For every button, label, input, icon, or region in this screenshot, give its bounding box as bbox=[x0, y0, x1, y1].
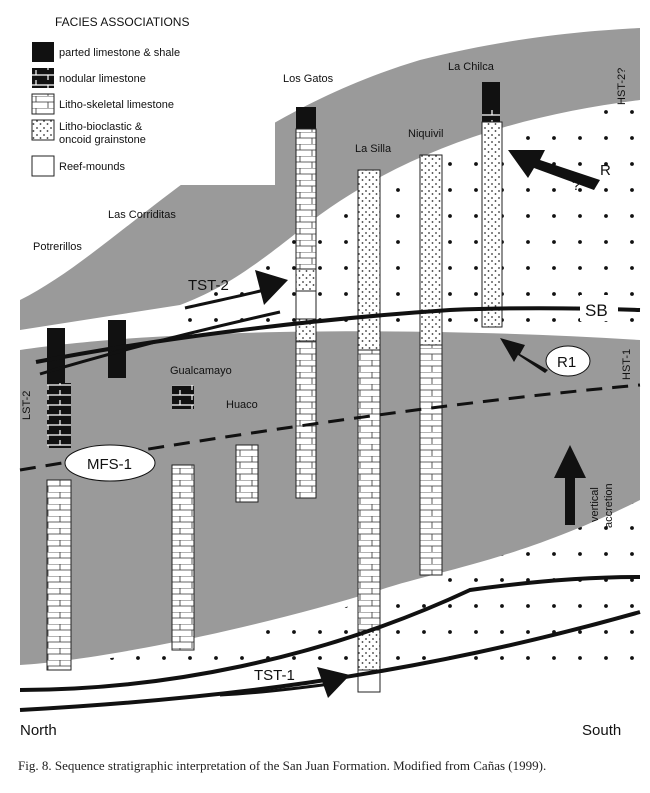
label-la-chilca: La Chilca bbox=[448, 61, 495, 73]
legend-swatch-nodular bbox=[32, 68, 54, 88]
label-las-corriditas: Las Corriditas bbox=[108, 209, 176, 221]
mfs1-oval bbox=[64, 444, 156, 482]
label-south: South bbox=[582, 722, 621, 739]
section-columns bbox=[46, 82, 503, 693]
legend-item-4: Reef-mounds bbox=[59, 161, 126, 173]
r-arrow bbox=[508, 150, 600, 190]
col-la-silla-dots bbox=[357, 169, 381, 351]
label-lst2: LST-2 bbox=[21, 391, 33, 420]
vertical-accretion-arrow bbox=[554, 445, 586, 525]
legend-item-1: nodular limestone bbox=[59, 73, 146, 85]
sb-line bbox=[35, 306, 641, 364]
label-question: ? bbox=[572, 177, 580, 194]
label-potrerillos: Potrerillos bbox=[33, 241, 82, 253]
col-los-gatos-top bbox=[296, 107, 316, 129]
label-los-gatos: Los Gatos bbox=[283, 73, 334, 85]
col-la-silla-dots2 bbox=[357, 629, 381, 671]
legend-swatch-blank bbox=[31, 155, 55, 177]
legend-swatch-brick bbox=[31, 93, 55, 115]
sb-label-bg bbox=[580, 295, 618, 321]
col-gualcamayo-brick bbox=[171, 464, 195, 651]
label-r1: R1 bbox=[557, 354, 576, 371]
tst2-lower-line bbox=[39, 310, 281, 376]
r1-arrow bbox=[500, 338, 548, 373]
label-r: R bbox=[600, 162, 611, 179]
col-los-gatos bbox=[295, 128, 317, 270]
label-north: North bbox=[20, 722, 57, 739]
tst2-arrow-head bbox=[255, 270, 288, 305]
col-potrerillos-brick bbox=[46, 479, 72, 671]
legend-item-2: Litho-skeletal limestone bbox=[59, 99, 174, 111]
label-hst1: HST-1 bbox=[621, 349, 633, 380]
col-potrerillos-nod bbox=[47, 383, 71, 448]
legend-title: FACIES ASSOCIATIONS bbox=[55, 15, 189, 29]
col-la-chilca bbox=[481, 121, 503, 328]
col-gualcamayo-nod bbox=[172, 385, 194, 409]
r1-oval bbox=[545, 345, 591, 377]
label-accretion: accretion bbox=[603, 483, 615, 528]
label-mfs1: MFS-1 bbox=[87, 456, 132, 473]
col-la-chilca-nod bbox=[482, 106, 500, 122]
col-la-chilca-top bbox=[482, 82, 500, 106]
legend-swatch-black bbox=[32, 42, 54, 62]
label-tst2: TST-2 bbox=[188, 277, 229, 294]
col-huaco-brick bbox=[235, 444, 259, 503]
label-hst2: HST-2? bbox=[616, 68, 628, 105]
col-los-gatos-reef bbox=[295, 290, 317, 320]
label-tst1: TST-1 bbox=[254, 667, 295, 684]
label-vertical: vertical bbox=[589, 487, 601, 522]
label-sb: SB bbox=[585, 301, 608, 320]
tst1-arrow-head bbox=[317, 667, 350, 698]
legend: FACIES ASSOCIATIONS parted limestone & s… bbox=[15, 10, 275, 185]
label-huaco: Huaco bbox=[226, 399, 258, 411]
col-niquivil-brick bbox=[419, 344, 443, 576]
col-los-gatos-low bbox=[295, 340, 317, 499]
col-los-gatos-dots bbox=[295, 268, 317, 292]
legend-swatch-dotted bbox=[31, 119, 55, 141]
col-niquivil-dots bbox=[419, 154, 443, 346]
label-la-silla: La Silla bbox=[355, 143, 392, 155]
legend-item-3: Litho-bioclastic & bbox=[59, 121, 143, 133]
label-gualcamayo: Gualcamayo bbox=[170, 365, 232, 377]
col-la-silla-brick bbox=[357, 349, 381, 631]
lower-line-1 bbox=[19, 610, 641, 712]
legend-item-0: parted limestone & shale bbox=[59, 47, 180, 59]
figure-caption: Fig. 8. Sequence stratigraphic interpret… bbox=[18, 758, 547, 773]
lower-dotted-zone bbox=[20, 500, 640, 670]
tst1-arrow-line bbox=[219, 682, 331, 697]
label-niquivil: Niquivil bbox=[408, 128, 443, 140]
legend-item-3b: oncoid grainstone bbox=[59, 134, 146, 146]
lower-line-2 bbox=[19, 575, 641, 692]
